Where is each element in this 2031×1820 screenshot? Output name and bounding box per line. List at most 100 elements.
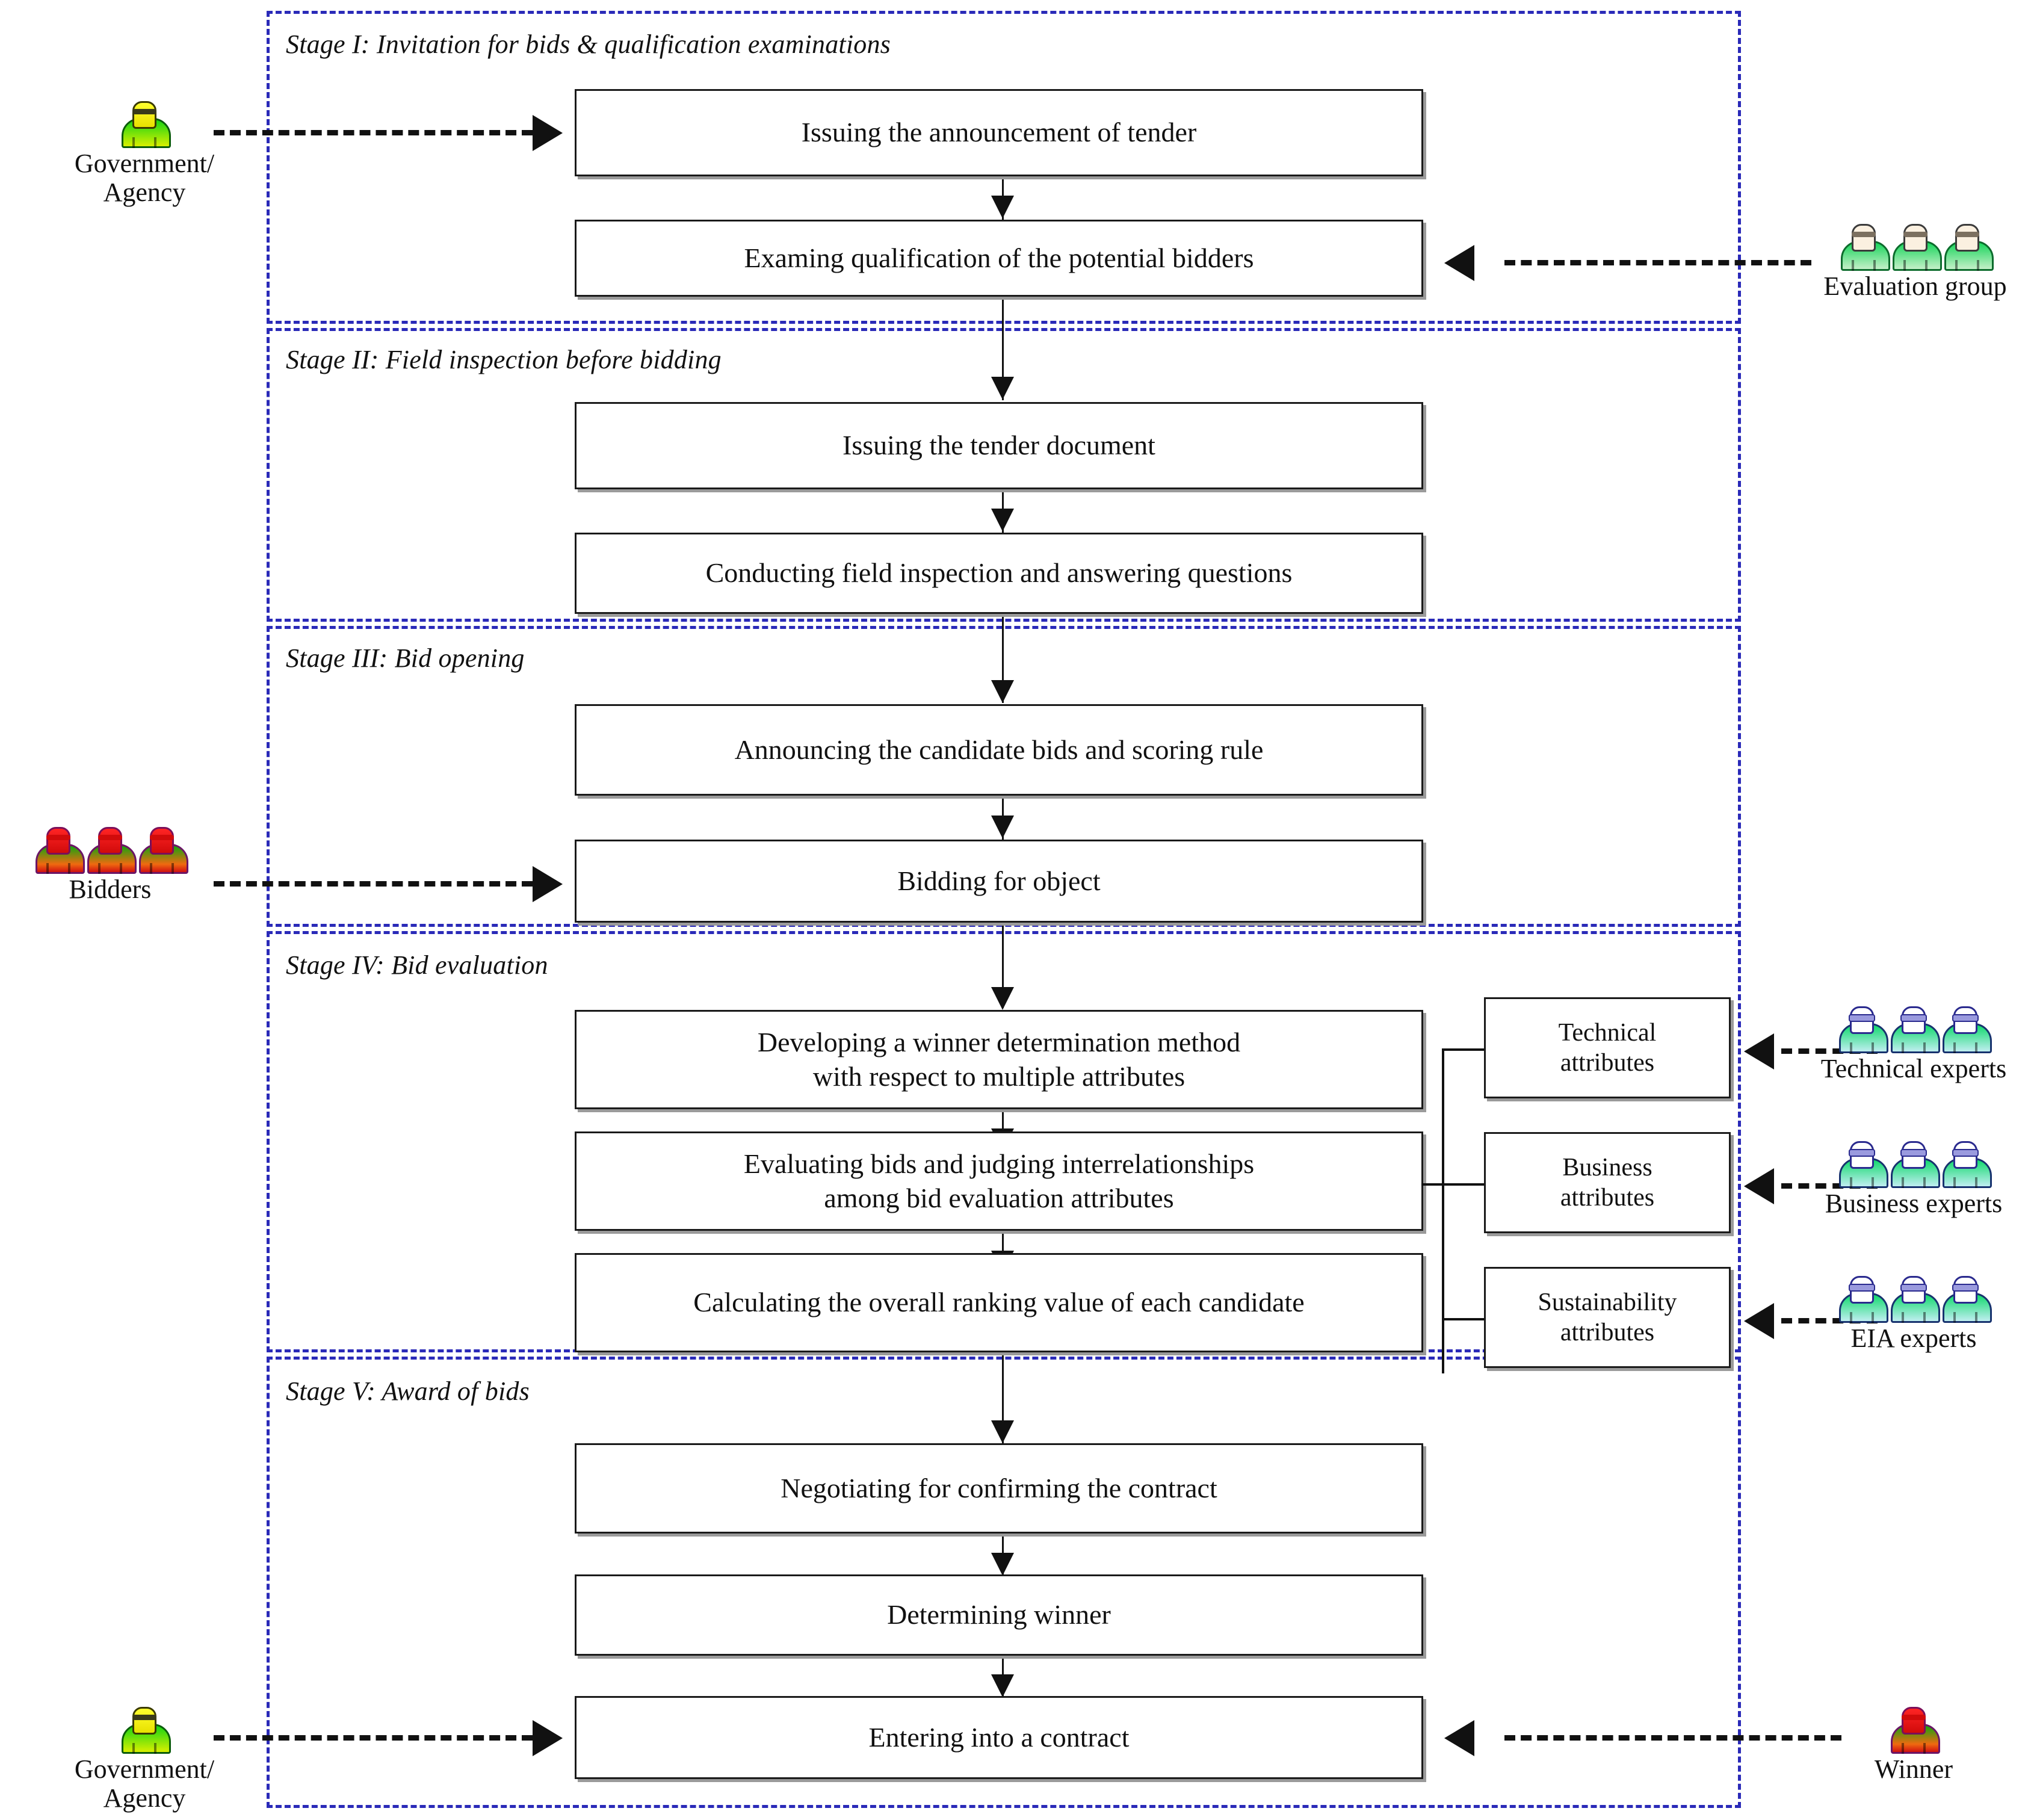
actor-arrow-head-eia-experts [1744, 1303, 1774, 1339]
actor-government-top-label-line2: Agency [103, 178, 186, 208]
actor-arrow-line-government-top [214, 130, 533, 135]
actor-technical-experts[interactable]: Technical experts [1805, 1006, 2022, 1083]
person-icon-expert [1943, 1006, 1992, 1053]
stage-title-1: Stage I: Invitation for bids & qualifica… [286, 29, 891, 59]
flow-connector-9-10 [1002, 1353, 1004, 1443]
actor-arrow-head-government-bottom [533, 1720, 563, 1756]
actor-winner[interactable]: Winner [1841, 1707, 1986, 1784]
stage-container-1 [267, 11, 1741, 324]
attribute-box-sustainability[interactable]: Sustainability attributes [1484, 1267, 1731, 1368]
actor-arrow-head-bidders [533, 866, 563, 902]
attribute-business-line1: Business [1562, 1153, 1652, 1181]
process-box-3-label: Issuing the tender document [842, 430, 1155, 461]
actor-arrow-head-winner [1444, 1720, 1474, 1756]
process-box-5[interactable]: Announcing the candidate bids and scorin… [575, 704, 1423, 796]
actor-government-top-icons [122, 101, 171, 148]
actor-arrow-line-winner [1504, 1735, 1841, 1741]
process-box-12[interactable]: Entering into a contract [575, 1696, 1423, 1779]
actor-government-bottom-label-line2: Agency [103, 1783, 186, 1813]
actor-technical-experts-icons [1839, 1006, 1992, 1053]
process-box-11[interactable]: Determining winner [575, 1574, 1423, 1656]
attribute-business-line2: attributes [1560, 1184, 1655, 1212]
attribute-box-technical[interactable]: Technical attributes [1484, 997, 1731, 1098]
attribute-sustainability-line2: attributes [1560, 1319, 1655, 1346]
actor-eia-experts[interactable]: EIA experts [1805, 1276, 2022, 1353]
stage-title-3: Stage III: Bid opening [286, 643, 525, 673]
flow-arrow-5-6 [991, 816, 1014, 838]
actor-eia-experts-icons [1839, 1276, 1992, 1323]
process-box-10[interactable]: Negotiating for confirming the contract [575, 1443, 1423, 1534]
actor-evaluation-group-icons [1840, 224, 1994, 271]
process-box-4-label: Conducting field inspection and answerin… [705, 557, 1293, 589]
actor-government-top-label-line1: Government/ [74, 149, 215, 178]
actor-winner-label: Winner [1874, 1754, 1953, 1784]
actor-business-experts[interactable]: Business experts [1805, 1141, 2022, 1218]
actor-evaluation-group-label: Evaluation group [1823, 271, 2007, 301]
person-icon-bidder [36, 827, 85, 874]
actor-arrow-line-government-bottom [214, 1735, 533, 1741]
flow-arrow-2-3 [991, 377, 1014, 400]
process-box-1[interactable]: Issuing the announcement of tender [575, 89, 1423, 176]
process-box-8-label-line2: among bid evaluation attributes [824, 1182, 1174, 1213]
actor-arrow-line-eia-experts [1781, 1318, 1878, 1323]
actor-government-bottom-label-line1: Government/ [74, 1754, 215, 1784]
actor-arrow-line-business-experts [1781, 1183, 1878, 1189]
actor-eia-experts-label: EIA experts [1850, 1323, 1977, 1353]
actor-winner-icons [1891, 1707, 1940, 1754]
actor-business-experts-label: Business experts [1825, 1189, 2003, 1218]
person-icon-expert [1943, 1276, 1992, 1323]
person-icon-expert [1891, 1276, 1940, 1323]
actor-government-bottom-label: Government/ Agency [74, 1754, 215, 1813]
person-icon-government [122, 1707, 171, 1754]
process-box-9-label: Calculating the overall ranking value of… [693, 1287, 1305, 1318]
attribute-box-business[interactable]: Business attributes [1484, 1132, 1731, 1233]
actor-government-top-label: Government/ Agency [75, 149, 214, 208]
person-icon-expert [1839, 1141, 1888, 1188]
actor-arrow-line-bidders [214, 881, 533, 887]
process-box-3[interactable]: Issuing the tender document [575, 402, 1423, 489]
process-box-9[interactable]: Calculating the overall ranking value of… [575, 1253, 1423, 1352]
actor-evaluation-group[interactable]: Evaluation group [1811, 224, 2019, 301]
actor-bidders-icons [36, 827, 188, 874]
actor-government-bottom[interactable]: Government/ Agency [48, 1707, 241, 1813]
flow-arrow-10-11 [991, 1553, 1014, 1576]
actor-arrow-head-government-top [533, 115, 563, 151]
attribute-bracket-arm-technical [1442, 1048, 1508, 1051]
actor-arrow-line-evaluation-group [1504, 260, 1811, 265]
flow-arrow-1-2 [991, 196, 1014, 218]
process-box-6[interactable]: Bidding for object [575, 840, 1423, 923]
stage-title-5: Stage V: Award of bids [286, 1376, 530, 1406]
actor-arrow-line-technical-experts [1781, 1048, 1878, 1054]
person-icon-expert [1891, 1006, 1940, 1053]
person-icon-expert [1891, 1141, 1940, 1188]
flow-arrow-9-10 [991, 1420, 1014, 1443]
actor-arrow-head-evaluation-group [1444, 245, 1474, 281]
person-icon-expert [1839, 1276, 1888, 1323]
stage-title-2: Stage II: Field inspection before biddin… [286, 345, 722, 374]
process-box-7[interactable]: Developing a winner determination method… [575, 1010, 1423, 1109]
process-box-2[interactable]: Examing qualification of the potential b… [575, 220, 1423, 297]
process-box-4[interactable]: Conducting field inspection and answerin… [575, 533, 1423, 614]
flow-arrow-3-4 [991, 509, 1014, 531]
stage-container-5 [267, 1357, 1741, 1808]
actor-government-top[interactable]: Government/ Agency [48, 101, 241, 208]
actor-bidders-label: Bidders [69, 874, 152, 904]
stage-title-4: Stage IV: Bid evaluation [286, 950, 548, 980]
person-icon-evaluator [1944, 224, 1994, 271]
process-box-2-label: Examing qualification of the potential b… [744, 242, 1254, 273]
actor-arrow-head-business-experts [1744, 1168, 1774, 1204]
process-box-7-label-line1: Developing a winner determination method [757, 1027, 1241, 1058]
attribute-bracket-arm-sustainability [1442, 1318, 1508, 1320]
flow-connector-4-5 [1002, 613, 1004, 703]
person-icon-government [122, 101, 171, 148]
person-icon-bidder [87, 827, 137, 874]
attribute-technical-line2: attributes [1560, 1049, 1655, 1077]
flow-connector-2-3 [1002, 295, 1004, 400]
person-icon-winner [1891, 1707, 1940, 1754]
process-box-8[interactable]: Evaluating bids and judging interrelatio… [575, 1131, 1423, 1231]
person-icon-expert [1839, 1006, 1888, 1053]
person-icon-evaluator [1840, 224, 1890, 271]
person-icon-bidder [139, 827, 188, 874]
actor-bidders[interactable]: Bidders [11, 827, 209, 904]
stage-container-2 [267, 328, 1741, 622]
